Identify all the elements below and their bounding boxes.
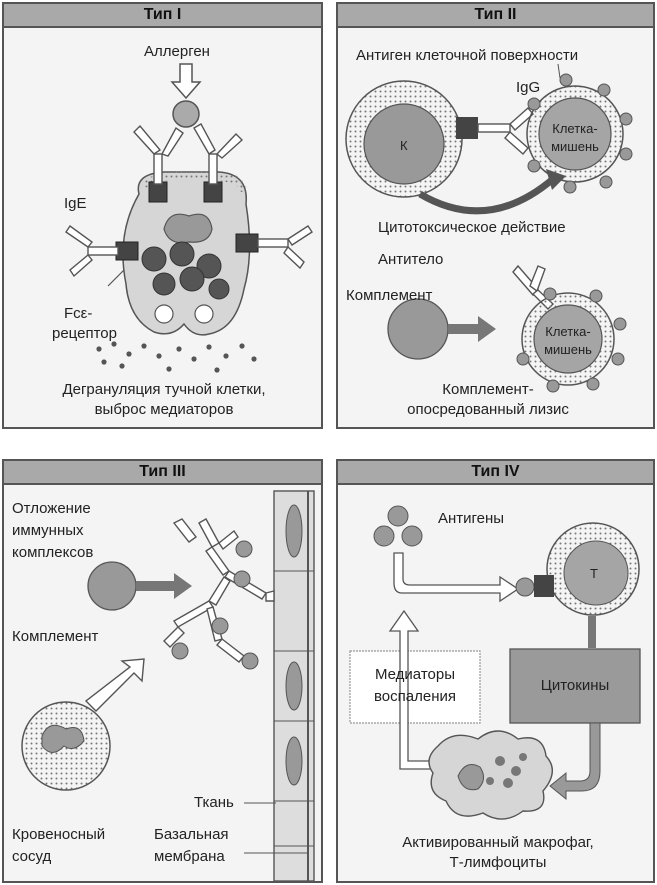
membrane-label-1: Базальная [154, 826, 229, 843]
mediators-arrow [388, 609, 435, 770]
allergen-label: Аллерген [144, 43, 210, 60]
antigens-label: Антигены [438, 510, 505, 527]
target2-label-1: Клетка- [545, 324, 591, 339]
macrophage [428, 730, 553, 820]
mediators [96, 341, 257, 373]
type3-illustration [21, 490, 315, 881]
cytokines-box [509, 648, 641, 724]
complement [387, 298, 449, 360]
vessel-label-1: Кровеносный [12, 826, 106, 843]
type4-illustration [349, 505, 641, 820]
panel-title: Тип IV [338, 461, 653, 485]
target-label-2: мишень [551, 139, 599, 154]
fc-receptors [115, 181, 259, 261]
granules [141, 241, 230, 300]
ige-label: IgE [64, 195, 87, 212]
receptor-label-2: рецептор [52, 325, 117, 342]
panel-type-4: Тип IV Антигены Т Медиаторы [336, 459, 655, 883]
fc-receptor [456, 117, 478, 139]
cytokines-label: Цитокины [540, 677, 610, 694]
antigens [373, 505, 423, 547]
deposit-label-1: Отложение [12, 500, 91, 517]
complement-arrow [136, 573, 192, 599]
tissue-label: Ткань [194, 794, 234, 811]
cytotoxic-label: Цитотоксическое действие [378, 219, 566, 236]
neutrophil-arrow [84, 658, 145, 712]
panel-title: Тип III [4, 461, 321, 485]
k-cell-label: К [400, 138, 408, 153]
lysis-label-1: Комплемент- [442, 381, 534, 398]
panel-type-2: Тип II [336, 2, 655, 429]
t-cell-receptor [534, 575, 554, 597]
panel-title: Тип I [4, 4, 321, 28]
surface-antigens-1 [527, 73, 633, 194]
panel-type-3: Тип III [2, 459, 323, 883]
antigen-label: Антиген клеточной поверхности [356, 47, 579, 64]
antigens [171, 540, 259, 670]
receptor-label-1: Fcε- [64, 305, 93, 322]
ige-antibodies [65, 123, 313, 278]
surface-antigens-2 [516, 287, 627, 393]
target2-label-2: мишень [544, 342, 592, 357]
mediators-label-2: воспаления [374, 688, 456, 705]
antibody-label: Антитело [378, 251, 444, 268]
mediators-box [349, 650, 481, 724]
mediators-label-1: Медиаторы [375, 666, 455, 683]
type2-illustration [345, 63, 633, 393]
panel-type-1: Тип I [2, 2, 323, 429]
allergen-arrow [170, 63, 202, 100]
antigen-arrow [393, 552, 520, 603]
igg-label: IgG [516, 79, 541, 96]
type1-illustration [65, 63, 313, 373]
type1-caption-1: Дегрануляция тучной клетки, [62, 381, 266, 398]
cytokines-arrow [549, 722, 601, 801]
lysis-label-2: опосредованный лизис [407, 401, 569, 418]
complement-label: Комплемент [12, 628, 99, 645]
type1-caption-2: выброс медиаторов [94, 401, 234, 418]
vessel-label-2: сосуд [12, 848, 52, 865]
mast-cell-nucleus [163, 213, 213, 244]
complement-label: Комплемент [346, 287, 433, 304]
t-cell-label: Т [590, 566, 598, 581]
igg-antibody [477, 106, 534, 156]
allergen [172, 100, 200, 128]
target-label-1: Клетка- [552, 121, 598, 136]
membrane-label-2: мембрана [154, 848, 225, 865]
deposit-label-2: иммунных [12, 522, 84, 539]
complement [87, 561, 137, 611]
complement-arrow [448, 316, 496, 342]
cytotoxic-arrow [418, 176, 556, 215]
type4-caption-2: Т-лимфоциты [449, 854, 547, 871]
panel-title: Тип II [338, 4, 653, 28]
deposit-label-3: комплексов [12, 544, 94, 561]
type4-caption-1: Активированный макрофаг, [402, 834, 594, 851]
tissue-wall [273, 490, 315, 881]
